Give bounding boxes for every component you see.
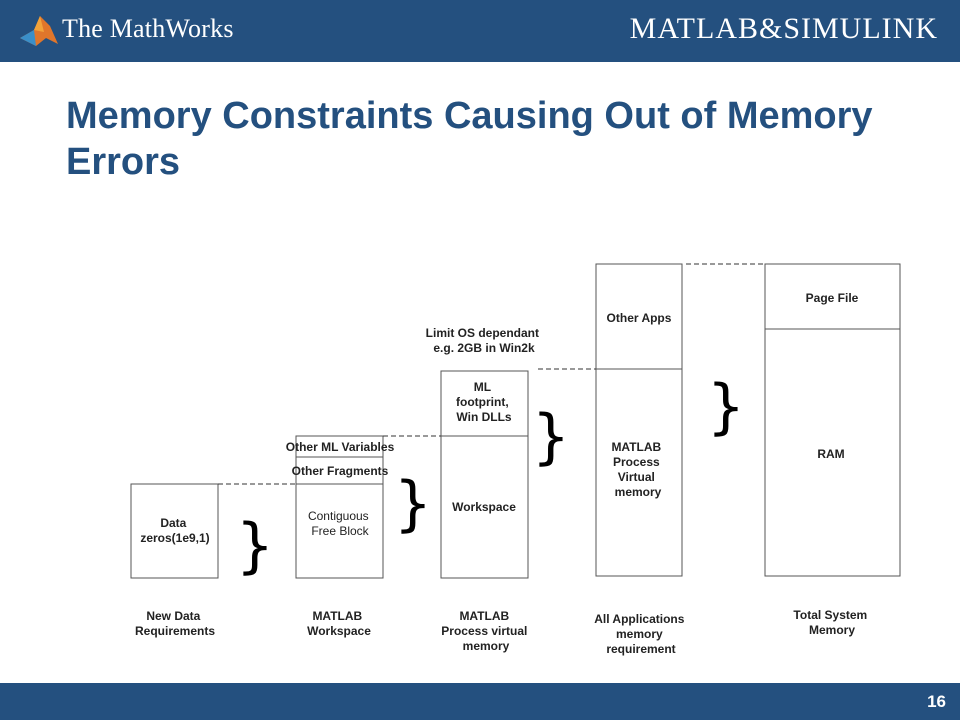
limit-os-label: Limit OS dependant e.g. 2GB in Win2k xyxy=(426,326,543,355)
ram-label: RAM xyxy=(817,447,844,461)
company-name: The MathWorks xyxy=(62,14,234,43)
caption-matlab-process: MATLAB Process virtual memory xyxy=(441,609,530,653)
page-file-label: Page File xyxy=(806,291,859,305)
brace-3: } xyxy=(532,402,570,472)
ml-footprint-label: ML footprint, Win DLLs xyxy=(456,380,512,424)
caption-new-data: New Data Requirements xyxy=(135,609,215,638)
matlab-membrane-logo-icon xyxy=(20,16,58,46)
header-bar: The MathWorks MATLAB&SIMULINK xyxy=(0,0,960,62)
process-box xyxy=(440,370,529,579)
process-workspace-label: Workspace xyxy=(452,500,516,514)
brace-1: } xyxy=(236,511,274,581)
footer-bar: 16 xyxy=(0,683,960,720)
apps-box xyxy=(595,263,683,577)
product-name: MATLAB&SIMULINK xyxy=(629,12,938,45)
brace-2: } xyxy=(394,469,432,539)
slide-title: Memory Constraints Causing Out of Memory… xyxy=(66,95,873,183)
brace-4: } xyxy=(707,372,745,442)
workspace-box xyxy=(295,435,384,579)
matlab-process-virtual-label: MATLAB Process Virtual memory xyxy=(611,440,664,499)
data-box xyxy=(130,483,219,579)
caption-all-apps: All Applications memory requirement xyxy=(594,612,688,656)
other-fragments-label: Other Fragments xyxy=(292,464,389,478)
caption-total-system: Total System Memory xyxy=(793,608,870,637)
caption-matlab-workspace: MATLAB Workspace xyxy=(307,609,371,638)
data-box-label: Data zeros(1e9,1) xyxy=(140,516,209,545)
page-number: 16 xyxy=(927,692,946,711)
contiguous-free-block-label: Contiguous Free Block xyxy=(308,509,372,538)
system-box xyxy=(764,263,901,577)
other-apps-label: Other Apps xyxy=(607,311,672,325)
other-ml-variables-label: Other ML Variables xyxy=(286,440,395,454)
